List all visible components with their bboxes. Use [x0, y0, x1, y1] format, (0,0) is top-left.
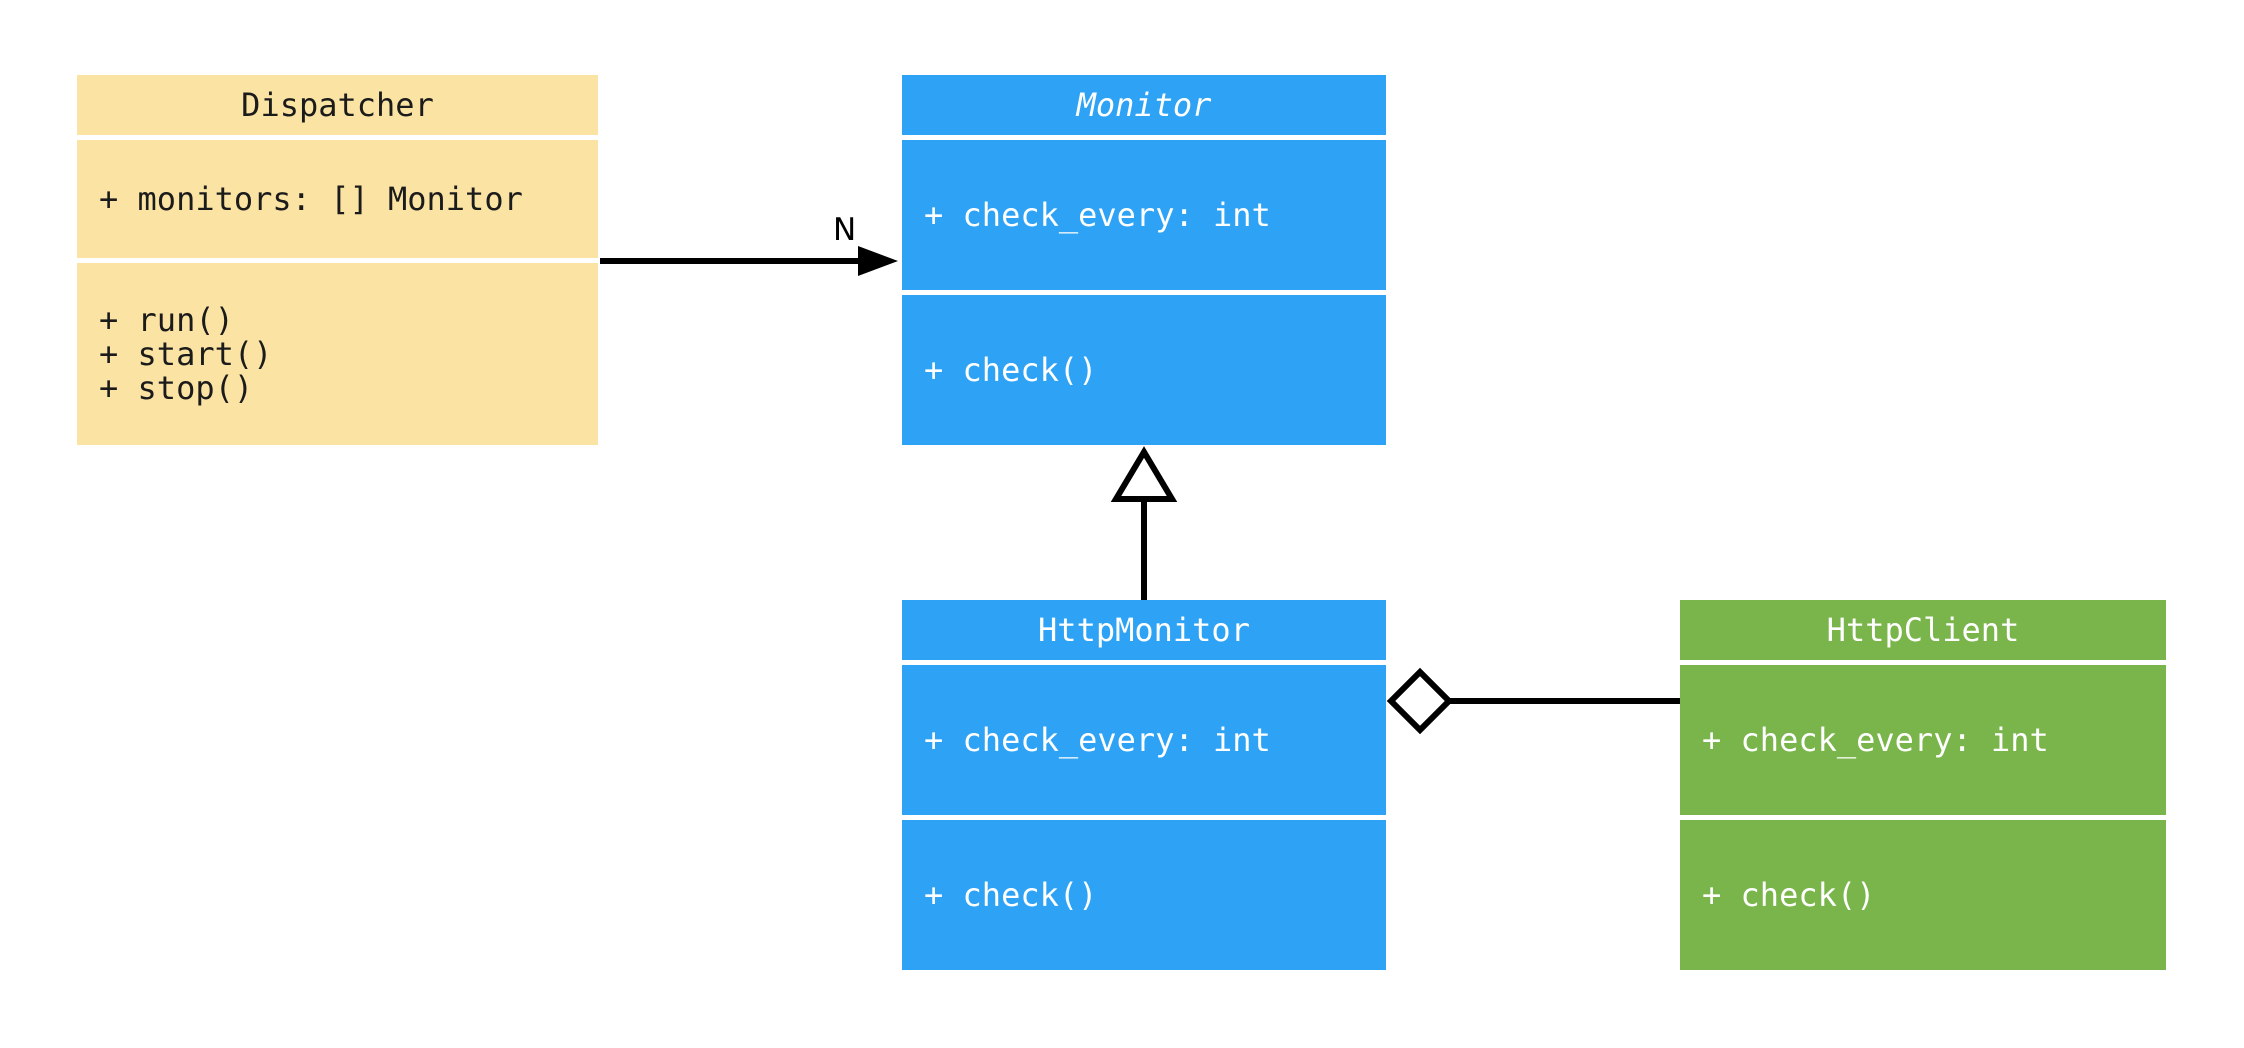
- class-attribute: + monitors: [] Monitor: [99, 180, 523, 218]
- aggregation-diamond-icon: [1386, 667, 1454, 735]
- class-attributes-section: + check_every: int: [902, 140, 1386, 290]
- class-methods-section: + check(): [902, 295, 1386, 445]
- class-method: + run(): [99, 301, 234, 339]
- class-attribute: + check_every: int: [1702, 721, 2049, 759]
- multiplicity-label: N: [833, 212, 857, 248]
- association-dispatcher-monitor: [600, 246, 898, 276]
- class-box-httpclient: HttpClient + check_every: int + check(): [1680, 600, 2166, 970]
- class-box-dispatcher: Dispatcher + monitors: [] Monitor + run(…: [77, 75, 598, 445]
- aggregation-httpmonitor-httpclient: [1386, 667, 1680, 735]
- generalization-triangle-icon: [1110, 446, 1178, 502]
- generalization-httpmonitor-monitor: [1110, 446, 1178, 600]
- class-methods-section: + check(): [902, 820, 1386, 970]
- class-method: + start(): [99, 335, 273, 373]
- class-method: + check(): [924, 876, 1098, 914]
- class-method: + stop(): [99, 369, 254, 407]
- class-title: HttpMonitor: [902, 600, 1386, 660]
- class-methods-section: + check(): [1680, 820, 2166, 970]
- class-title: HttpClient: [1680, 600, 2166, 660]
- class-method: + check(): [924, 351, 1098, 389]
- class-attribute: + check_every: int: [924, 196, 1271, 234]
- class-attributes-section: + monitors: [] Monitor: [77, 140, 598, 258]
- class-method: + check(): [1702, 876, 1876, 914]
- class-title: Monitor: [902, 75, 1386, 135]
- association-arrowhead-icon: [858, 246, 898, 276]
- class-attributes-section: + check_every: int: [902, 665, 1386, 815]
- class-box-httpmonitor: HttpMonitor + check_every: int + check(): [902, 600, 1386, 970]
- class-attribute: + check_every: int: [924, 721, 1271, 759]
- class-box-monitor: Monitor + check_every: int + check(): [902, 75, 1386, 445]
- class-title: Dispatcher: [77, 75, 598, 135]
- class-attributes-section: + check_every: int: [1680, 665, 2166, 815]
- class-methods-section: + run() + start() + stop(): [77, 263, 598, 445]
